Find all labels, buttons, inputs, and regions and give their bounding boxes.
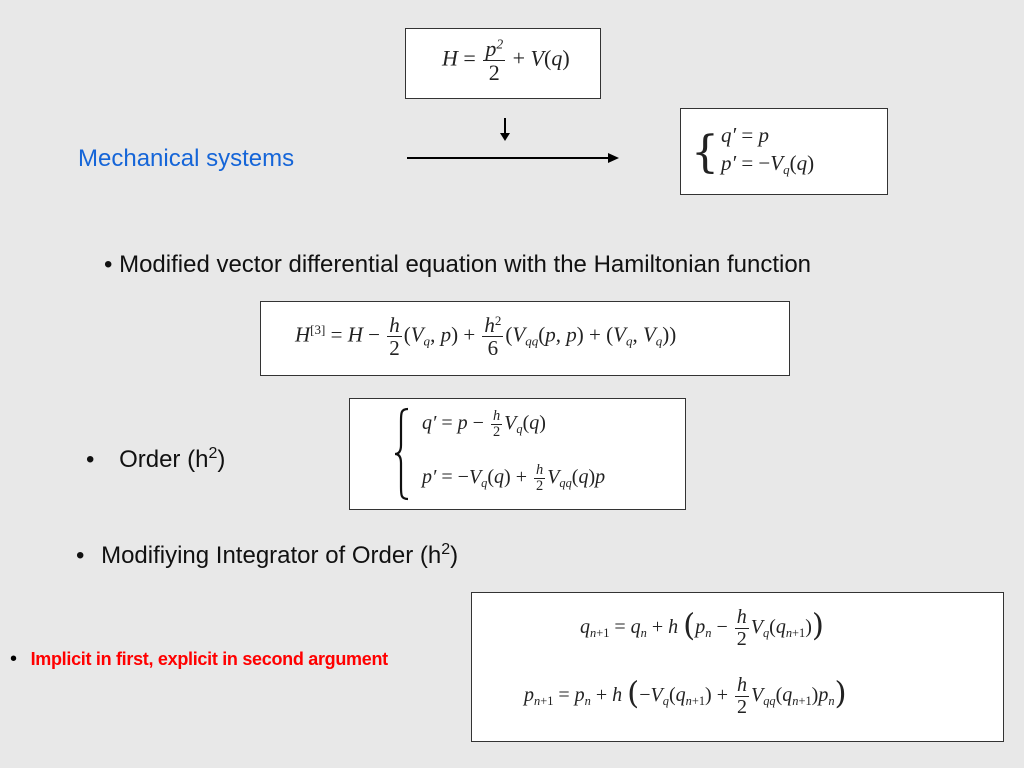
order-sup: 2 xyxy=(208,445,218,462)
order-brace-icon xyxy=(394,407,409,501)
modifying-bullet-dot: • xyxy=(76,542,85,569)
order-bullet-dot: • xyxy=(86,446,95,473)
system-brace: { xyxy=(691,126,719,178)
order-close: ) xyxy=(217,446,226,473)
mechanical-systems-label: Mechanical systems xyxy=(78,145,295,172)
system-line-q: q′ = p xyxy=(721,123,769,147)
system-line-p: p′ = −Vq(q) xyxy=(721,151,815,177)
order-bullet: • Order (h2) xyxy=(86,445,225,474)
modified-vde-bullet: • Modified vector differential equation … xyxy=(104,251,812,278)
modifying-sup: 2 xyxy=(441,541,451,558)
implicit-note: Implicit in first, explicit in second ar… xyxy=(30,649,389,669)
implicit-bullet-dot: • xyxy=(10,648,18,670)
system-equations-box: { q′ = p p′ = −Vq(q) xyxy=(680,108,888,195)
down-arrow-icon xyxy=(500,118,510,141)
order-label: Order (h xyxy=(119,446,209,473)
implicit-note-row: • Implicit in first, explicit in second … xyxy=(10,648,388,671)
modifying-close: ) xyxy=(450,542,459,569)
modifying-label: Modifiying Integrator of Order (h xyxy=(101,542,442,569)
modifying-integrator-bullet: • Modifiying Integrator of Order (h2) xyxy=(76,541,458,570)
right-arrow-icon xyxy=(407,153,619,163)
